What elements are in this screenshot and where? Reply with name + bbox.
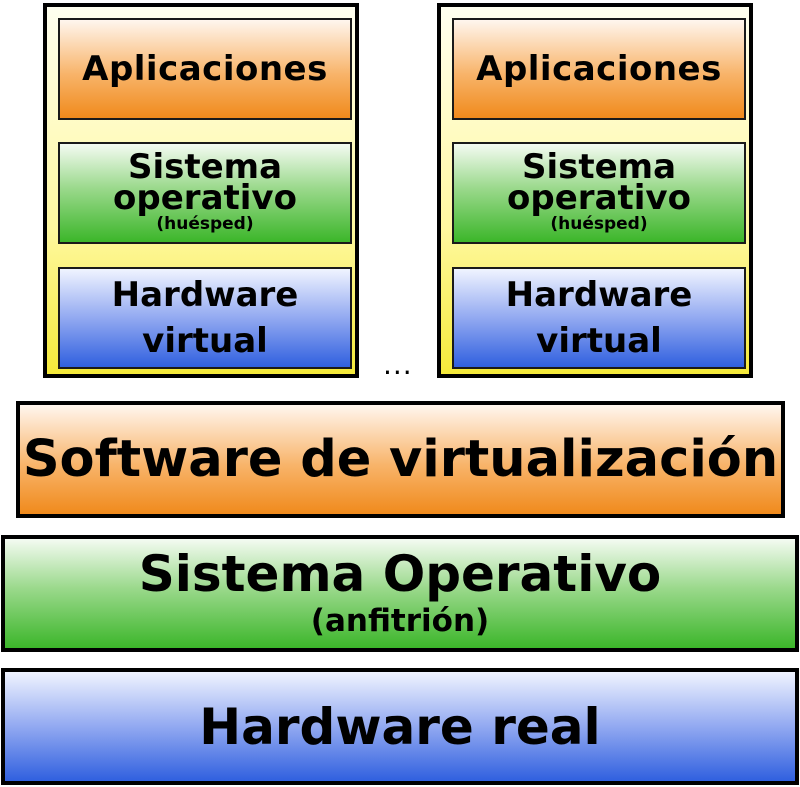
- vm2-applications-layer: Aplicaciones: [452, 18, 746, 120]
- vm1-guest-os-sub: (huésped): [156, 214, 254, 234]
- vm2-guest-os-line1: Sistema: [521, 147, 677, 187]
- virtualization-software-label: Software de virtualización: [22, 430, 779, 489]
- vm1-virtual-hw-line1: Hardware: [111, 275, 299, 315]
- vm1-virtual-hardware-layer: Hardware virtual: [58, 267, 352, 369]
- vm1-guest-os-line2: operativo: [113, 178, 297, 218]
- vm1-guest-os-layer: Sistema operativo (huésped): [58, 142, 352, 244]
- vm2-virtual-hw-line2: virtual: [536, 321, 662, 361]
- virtualization-software-layer: Software de virtualización: [16, 401, 785, 518]
- vm2-virtual-hardware-layer: Hardware virtual: [452, 267, 746, 369]
- real-hardware-layer: Hardware real: [1, 668, 799, 785]
- virtual-machine-2: Aplicaciones Sistema operativo (huésped)…: [437, 3, 753, 378]
- vm1-applications-layer: Aplicaciones: [58, 18, 352, 120]
- real-hardware-label: Hardware real: [199, 697, 601, 756]
- vm2-guest-os-line2: operativo: [507, 178, 691, 218]
- vm2-guest-os-layer: Sistema operativo (huésped): [452, 142, 746, 244]
- vm1-guest-os-line1: Sistema: [127, 147, 283, 187]
- ellipsis: ...: [383, 348, 413, 381]
- vm1-applications-label: Aplicaciones: [82, 49, 328, 89]
- host-os-subtitle: (anfitrión): [310, 602, 490, 639]
- host-os-title: Sistema Operativo: [138, 544, 662, 603]
- vm1-virtual-hw-line2: virtual: [142, 321, 268, 361]
- virtual-machine-1: Aplicaciones Sistema operativo (huésped)…: [43, 3, 359, 378]
- vm2-applications-label: Aplicaciones: [476, 49, 722, 89]
- vm2-guest-os-sub: (huésped): [550, 214, 648, 234]
- host-os-layer: Sistema Operativo (anfitrión): [1, 535, 799, 652]
- vm2-virtual-hw-line1: Hardware: [505, 275, 693, 315]
